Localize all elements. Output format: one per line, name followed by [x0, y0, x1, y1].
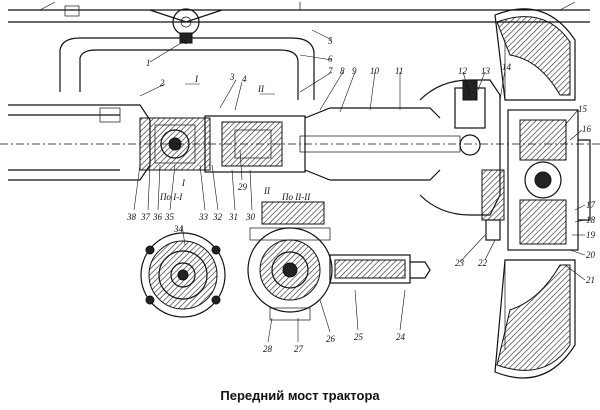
- frame-bracket: [8, 1, 590, 100]
- callout-9: 9: [352, 66, 357, 76]
- callout-15: 15: [578, 104, 588, 114]
- callout-14: 14: [502, 62, 512, 72]
- callout-6: 6: [328, 54, 333, 64]
- callout-38: 38: [126, 212, 137, 222]
- callout-1: 1: [146, 58, 151, 68]
- callout-16: 16: [582, 124, 592, 134]
- section-2-label: По II-II: [281, 192, 311, 202]
- callout-20: 20: [586, 250, 596, 260]
- callout-33: 33: [198, 212, 209, 222]
- callout-25: 25: [354, 332, 364, 342]
- callout-35: 35: [164, 212, 175, 222]
- section-1-view: [140, 232, 226, 318]
- callout-leaders: [133, 29, 586, 343]
- callout-34: 34: [173, 224, 184, 234]
- callout-29: 29: [238, 182, 248, 192]
- marker-1-bottom: I: [181, 178, 186, 188]
- callout-4: 4: [242, 74, 247, 84]
- marker-2-top: II: [257, 84, 265, 94]
- marker-1-top: I: [194, 74, 199, 84]
- figure-caption: Передний мост трактора: [220, 388, 380, 403]
- section-1-label: По I-I: [159, 192, 183, 202]
- callout-11: 11: [395, 66, 403, 76]
- callout-21: 21: [586, 275, 595, 285]
- callout-31: 31: [228, 212, 238, 222]
- section-2-view: [247, 201, 431, 321]
- callout-36: 36: [152, 212, 163, 222]
- callout-30: 30: [245, 212, 256, 222]
- callout-23: 23: [455, 258, 465, 268]
- marker-2-bottom: II: [263, 186, 271, 196]
- callout-26: 26: [326, 334, 336, 344]
- callout-13: 13: [481, 66, 491, 76]
- callout-numbers: 1 2 3 4 5 6 7 8 9 10 11 12 13 14 15 16 1…: [126, 36, 596, 354]
- wheel-hub: [507, 109, 591, 251]
- knuckle-assembly: [419, 79, 505, 241]
- callout-10: 10: [370, 66, 380, 76]
- callout-32: 32: [212, 212, 223, 222]
- callout-12: 12: [458, 66, 468, 76]
- callout-17: 17: [586, 200, 596, 210]
- callout-22: 22: [478, 258, 488, 268]
- callout-8: 8: [340, 66, 345, 76]
- callout-3: 3: [229, 72, 235, 82]
- axle-housing: [0, 104, 600, 181]
- callout-19: 19: [586, 230, 596, 240]
- section-markers: I I II II По I-I По II-II: [159, 74, 311, 202]
- tire: [494, 8, 576, 379]
- callout-2: 2: [160, 78, 165, 88]
- callout-7: 7: [328, 66, 333, 76]
- callout-5: 5: [328, 36, 333, 46]
- callout-18: 18: [586, 215, 596, 225]
- callout-28: 28: [263, 344, 273, 354]
- callout-27: 27: [294, 344, 304, 354]
- callout-24: 24: [396, 332, 406, 342]
- callout-37: 37: [140, 212, 151, 222]
